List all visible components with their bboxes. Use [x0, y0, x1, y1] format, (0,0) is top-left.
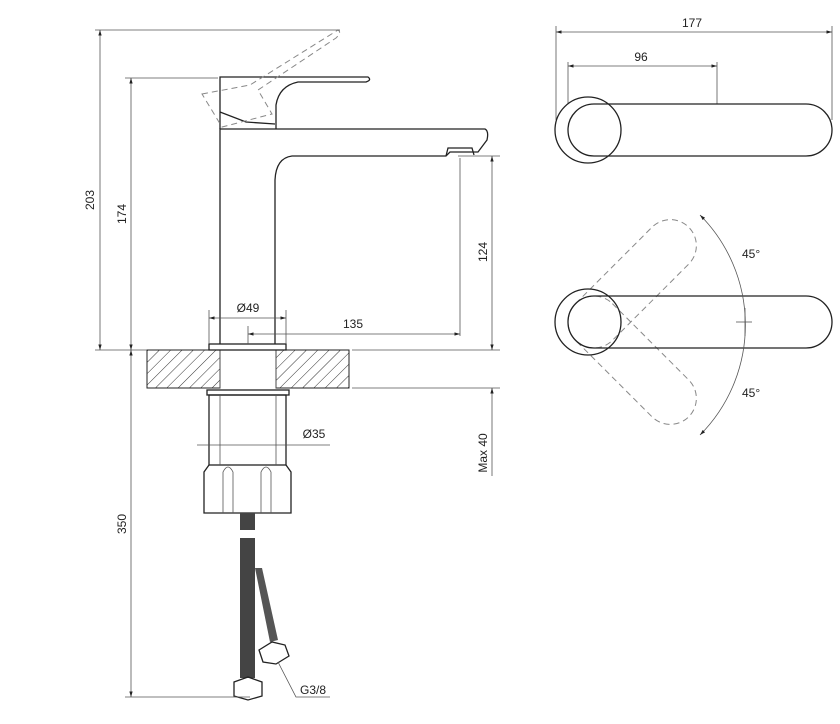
rotation-view: 45° 45° [554, 214, 833, 436]
thread-label: G3/8 [300, 683, 326, 697]
dim-174: 174 [115, 204, 129, 224]
dimension-labels: 203 174 124 Ø49 135 Ø35 Max 40 350 G3/8 [83, 190, 490, 697]
countertop-section [146, 349, 350, 389]
dim-177: 177 [682, 16, 702, 30]
angle-45-up: 45° [742, 247, 760, 261]
dim-350: 350 [115, 514, 129, 534]
dim-diameter-35: Ø35 [303, 427, 326, 441]
dim-max-40: Max 40 [476, 433, 490, 473]
dim-96: 96 [634, 50, 648, 64]
angle-45-down: 45° [742, 386, 760, 400]
dim-203: 203 [83, 190, 97, 210]
dimension-lines [95, 29, 500, 698]
dim-diameter-49: Ø49 [237, 301, 260, 315]
top-view: 177 96 [554, 16, 833, 164]
dim-135: 135 [343, 317, 363, 331]
dim-124: 124 [476, 242, 490, 262]
faucet-side-view [201, 29, 489, 701]
